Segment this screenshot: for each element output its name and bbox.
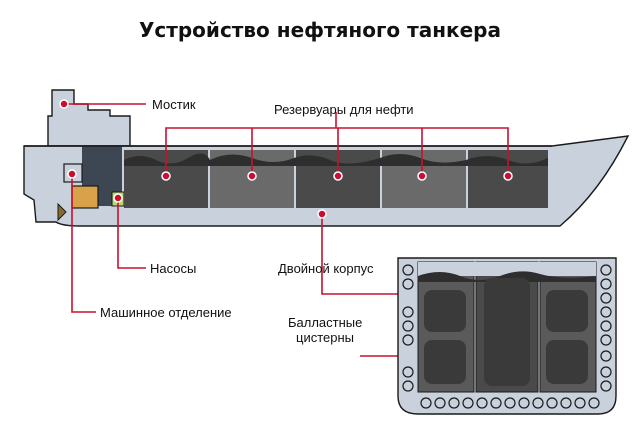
inner-block-1 xyxy=(424,290,466,332)
ballast-cells-right xyxy=(600,264,612,392)
label-ballast-2: цистерны xyxy=(296,330,354,345)
engine xyxy=(71,185,99,209)
label-double-hull: Двойной корпус xyxy=(278,261,374,276)
inner-block-4 xyxy=(546,290,588,332)
oil-tank-dot-2 xyxy=(247,171,257,181)
double-hull-leader xyxy=(321,214,404,295)
ballast-cells-left xyxy=(402,264,414,392)
pumps-leader xyxy=(117,198,146,269)
hull-cross-section xyxy=(397,257,617,415)
label-bridge: Мостик xyxy=(152,97,196,112)
label-pumps: Насосы xyxy=(150,261,196,276)
diagram-title: Устройство нефтяного танкера xyxy=(139,18,501,42)
oil-tank-dot-1 xyxy=(161,171,171,181)
engine-room-dot xyxy=(67,169,77,179)
ballast-cells-bottom xyxy=(420,397,600,409)
oil-tank-dot-3 xyxy=(333,171,343,181)
engine-room-leader xyxy=(71,174,96,313)
engine-room-box xyxy=(63,163,83,183)
bridge-dot xyxy=(59,99,69,109)
top-void xyxy=(418,262,596,276)
inner-block-5 xyxy=(546,340,588,384)
superstructure xyxy=(47,89,131,147)
label-engine-room: Машинное отделение xyxy=(100,305,232,320)
inner-block-3 xyxy=(484,278,530,386)
oil-tank-dot-4 xyxy=(417,171,427,181)
inner-block-2 xyxy=(424,340,466,384)
pumps-dot xyxy=(113,193,123,203)
section-oil-surface xyxy=(418,271,596,282)
callouts xyxy=(59,99,513,363)
double-hull-dot xyxy=(317,209,327,219)
oil-surface xyxy=(124,153,548,166)
label-oil-tanks: Резервуары для нефти xyxy=(274,102,414,117)
label-ballast-1: Балластные xyxy=(288,315,362,330)
oil-tank-dot-5 xyxy=(503,171,513,181)
propeller xyxy=(57,202,67,222)
oil-tanks-leader xyxy=(165,127,509,176)
